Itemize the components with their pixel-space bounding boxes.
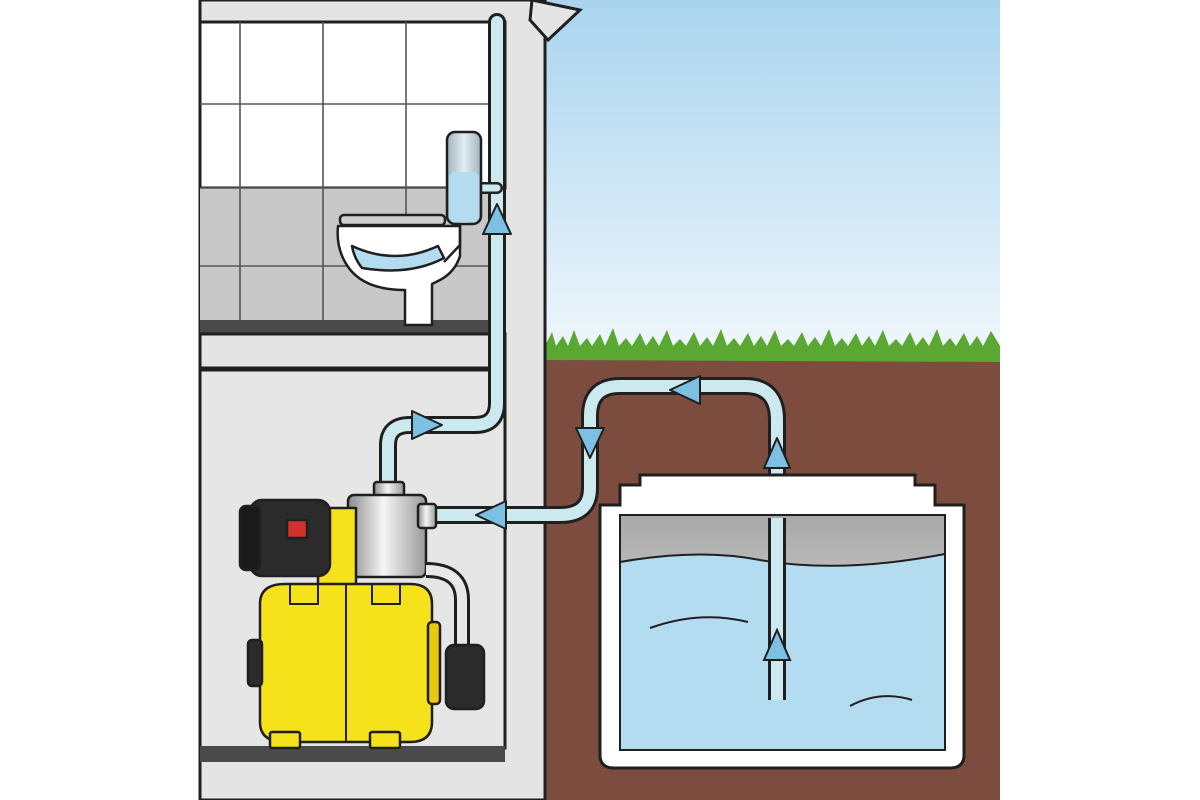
ceiling-slab — [198, 332, 507, 370]
cistern-water — [449, 172, 479, 222]
bathroom — [198, 20, 507, 370]
tank-end-cap — [246, 638, 264, 688]
pump-switch — [285, 518, 309, 540]
pump-icon — [238, 480, 486, 750]
flow-arrow-icon — [669, 375, 701, 405]
pump-foot-right — [368, 730, 402, 750]
flow-arrow-icon — [763, 437, 791, 469]
flow-arrow-icon — [475, 500, 507, 530]
bowl-water — [350, 244, 446, 272]
flow-arrow-icon — [411, 410, 443, 440]
house — [198, 0, 584, 800]
toilet-icon — [336, 130, 483, 327]
suction-pipe — [424, 380, 783, 706]
cistern-icon — [598, 473, 966, 770]
flow-arrow-icon — [762, 627, 792, 661]
roof-edge — [528, 0, 584, 43]
pressure-switch — [444, 643, 486, 711]
basement-floor — [200, 746, 505, 762]
grass — [545, 328, 1000, 362]
pump-foot-left — [268, 730, 302, 750]
bathroom-floor — [200, 320, 505, 334]
sky — [545, 0, 1000, 348]
tank-flange — [426, 620, 442, 706]
flow-arrow-icon — [482, 203, 512, 235]
pump-head — [346, 493, 428, 579]
pump-inlet-fitting — [416, 502, 438, 530]
flow-arrow-icon — [575, 427, 605, 459]
toilet-seat — [338, 213, 447, 227]
pump-motor-cap — [238, 504, 262, 572]
